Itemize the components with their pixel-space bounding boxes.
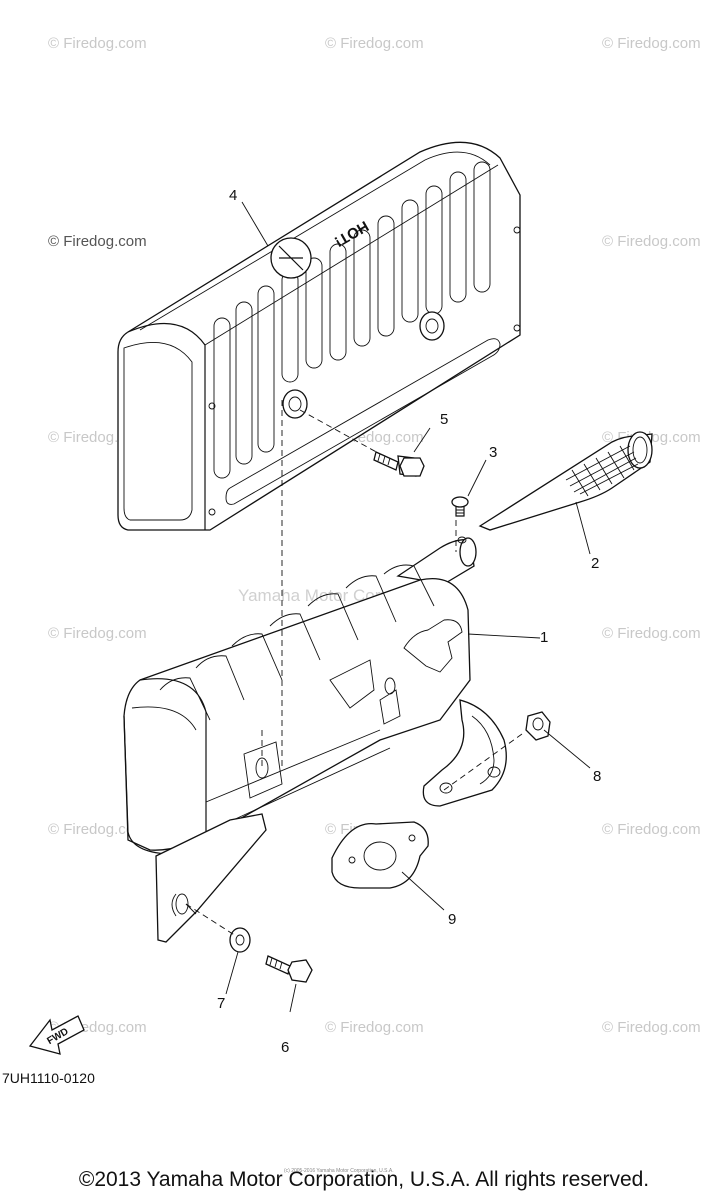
muffler	[123, 536, 507, 943]
callout-3: 3	[489, 444, 497, 461]
watermark: © Firedog.com	[48, 35, 147, 52]
tiny-notice: (c) 2005-2016 Yamaha Motor Corporation, …	[284, 1168, 394, 1174]
watermark: © Firedog.com	[325, 35, 424, 52]
callout-5: 5	[440, 411, 448, 428]
heat-protector: HOT!	[117, 141, 521, 531]
callout-1: 1	[540, 629, 548, 646]
callout-4: 4	[229, 187, 237, 204]
washer-7	[229, 927, 251, 953]
bolt-5	[373, 451, 425, 477]
copyright-notice: ©2013 Yamaha Motor Corporation, U.S.A. A…	[78, 1168, 650, 1191]
watermark: © Firedog.com	[602, 625, 701, 642]
watermark: © Firedog.com	[602, 35, 701, 52]
callout-6: 6	[281, 1039, 289, 1056]
protector-ribs	[213, 161, 491, 479]
leader-lines	[185, 201, 591, 1013]
tail-pipe	[478, 431, 653, 531]
watermark: © Firedog.com	[325, 1019, 424, 1036]
watermark: © Firedog.com	[48, 821, 147, 838]
gasket-9	[331, 821, 429, 889]
screw-3	[451, 496, 469, 517]
watermark: © Firedog.com	[48, 233, 147, 250]
watermark: © Firedog.com	[602, 1019, 701, 1036]
watermark: © Firedog.com	[602, 233, 701, 250]
muffler-ribs	[159, 564, 435, 721]
callout-2: 2	[591, 555, 599, 572]
bolt-6	[265, 955, 313, 983]
diagram-code: 7UH1110-0120	[2, 1070, 95, 1086]
callout-8: 8	[593, 768, 601, 785]
callout-9: 9	[448, 911, 456, 928]
callout-7: 7	[217, 995, 225, 1012]
watermark: © Firedog.com	[48, 625, 147, 642]
callouts: 1 2 3 4 5 6 7 8 9	[217, 187, 601, 1056]
nut-8	[525, 711, 551, 741]
watermark: © Firedog.com	[602, 821, 701, 838]
arrester-mesh	[565, 445, 639, 497]
